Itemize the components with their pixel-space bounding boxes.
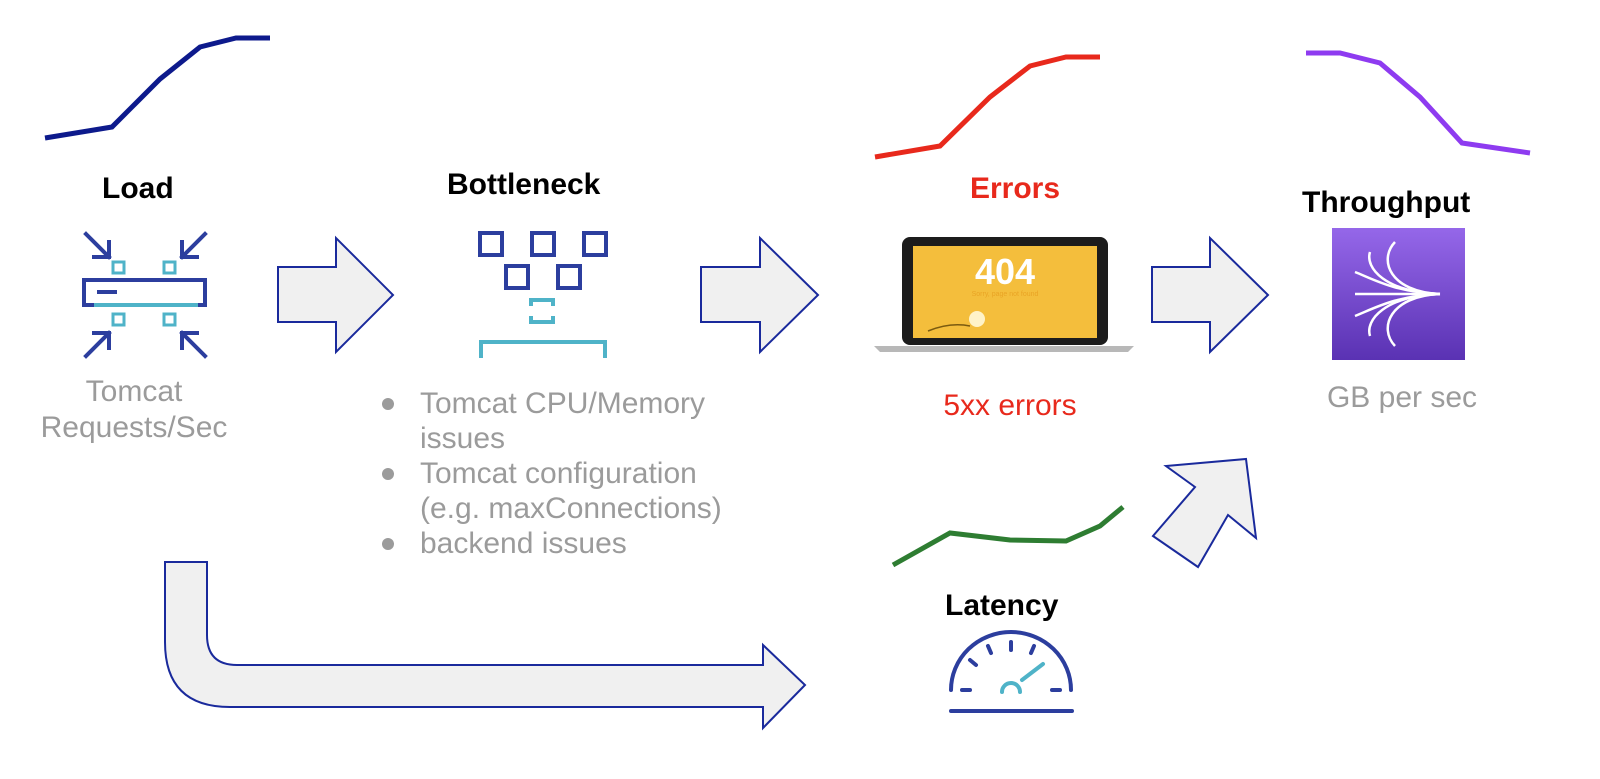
arrow-load-to-latency <box>164 561 807 731</box>
load-subtitle-line2: Requests/Sec <box>40 411 228 444</box>
load-balancer-icon <box>82 231 208 359</box>
load-subtitle-line1: Tomcat <box>85 375 183 408</box>
list-item: Tomcat CPU/Memory issues <box>378 386 722 456</box>
issue-line: (e.g. maxConnections) <box>420 492 722 525</box>
throughput-title: Throughput <box>1302 186 1471 219</box>
laptop-404-code: 404 <box>975 251 1035 292</box>
errors-subtitle: 5xx errors <box>943 389 1077 422</box>
arrow-load-to-bottleneck <box>277 235 395 355</box>
throughput-trend-line <box>1306 50 1531 156</box>
laptop-404-message: Sorry, page not found <box>972 291 1039 298</box>
issue-line: Tomcat configuration <box>420 457 697 490</box>
issue-line: Tomcat CPU/Memory <box>420 387 706 420</box>
arrow-latency-to-throughput <box>1151 457 1258 569</box>
issue-line: backend issues <box>420 527 627 560</box>
throughput-flow-icon <box>1332 228 1465 360</box>
throughput-subtitle: GB per sec <box>1326 381 1478 414</box>
load-title: Load <box>102 172 174 205</box>
laptop-404-icon: 404 Sorry, page not found <box>874 237 1134 352</box>
bottleneck-squares-icon <box>478 231 608 358</box>
load-subtitle: Tomcat Requests/Sec <box>34 374 234 446</box>
list-item: Tomcat configuration (e.g. maxConnection… <box>378 456 722 526</box>
arrow-bottleneck-to-errors <box>700 235 820 355</box>
errors-title: Errors <box>970 172 1061 205</box>
list-item: backend issues <box>378 526 722 561</box>
issue-line: issues <box>420 422 506 455</box>
arrow-errors-to-throughput <box>1151 235 1270 355</box>
errors-trend-line <box>874 54 1100 160</box>
bottleneck-issue-list: Tomcat CPU/Memory issues Tomcat configur… <box>378 386 722 561</box>
load-trend-line <box>44 35 270 141</box>
latency-trend-line <box>891 505 1125 568</box>
bottleneck-title: Bottleneck <box>447 168 601 201</box>
latency-title: Latency <box>945 589 1059 622</box>
speedometer-icon <box>949 630 1074 713</box>
